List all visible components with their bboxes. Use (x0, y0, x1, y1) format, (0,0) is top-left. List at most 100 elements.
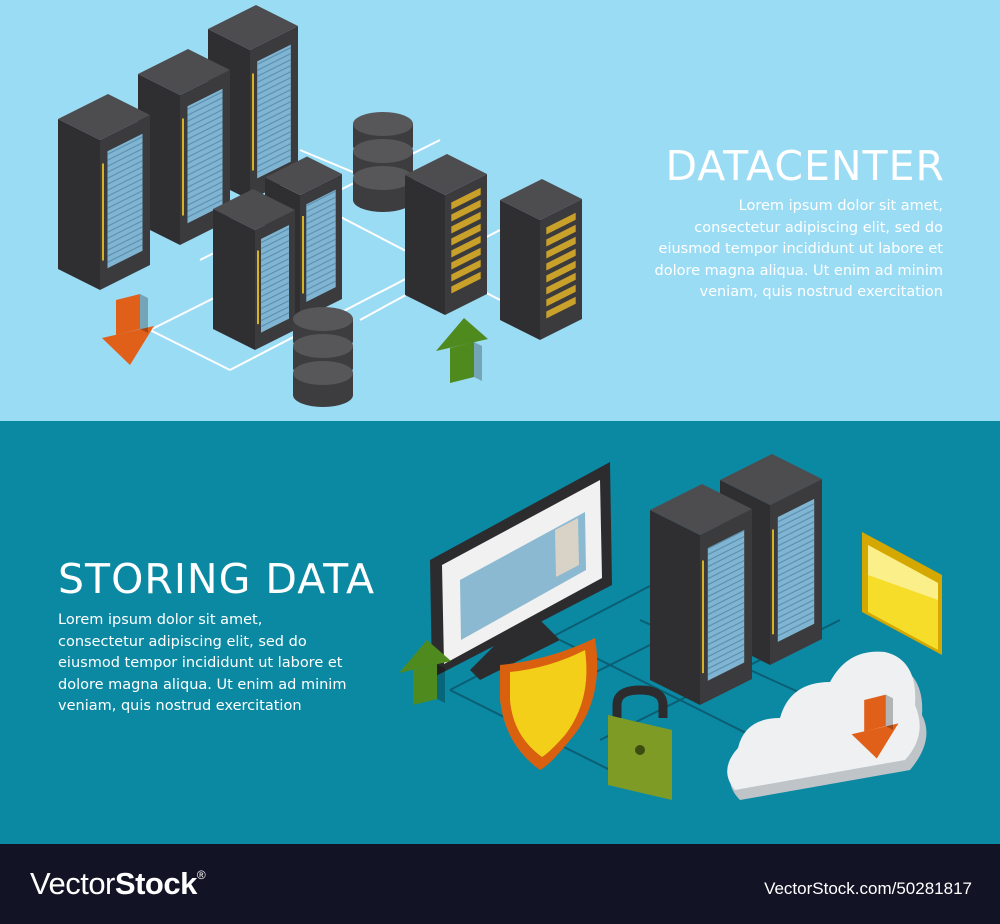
panel-stripe (306, 220, 336, 237)
shield-face (510, 650, 587, 757)
panel-stripe (107, 214, 143, 233)
upload-arrow-icon (436, 318, 488, 383)
panel-stripe (187, 91, 223, 110)
panel-stripe (306, 244, 336, 261)
panel-stripe (777, 563, 815, 583)
arrow-head (851, 723, 899, 759)
db-disk-top (353, 139, 413, 163)
panel-stripe (187, 199, 223, 218)
panel-stripe (187, 181, 223, 200)
text-line: eiusmod tempor incididunt ut labore et (658, 241, 943, 257)
panel-stripe (260, 270, 290, 286)
cloud-icon (727, 651, 927, 800)
drive-slot (451, 187, 481, 210)
panel-stripe (707, 625, 745, 646)
db-disk-top (353, 166, 413, 190)
lock-keyhole (635, 745, 645, 755)
panel-stripe (777, 515, 815, 535)
panel-stripe (256, 71, 292, 89)
rack-top (138, 49, 230, 95)
panel-stripe (107, 208, 143, 227)
panel-stripe (306, 256, 336, 273)
arrow-shade (474, 342, 482, 381)
logo-light: Vector (30, 866, 115, 901)
isometric-illustration (58, 5, 942, 800)
database-icon (353, 112, 413, 212)
rack-top (58, 94, 150, 140)
panel-stripe (260, 312, 290, 328)
db-disk-top (293, 307, 353, 331)
arrow-shaft (450, 342, 474, 383)
panel-stripe (777, 533, 815, 553)
panel-stripe (306, 208, 336, 225)
panel-stripe (107, 178, 143, 197)
folder-highlight (868, 545, 938, 600)
panel-stripe (707, 553, 745, 574)
arrow-head (436, 318, 488, 351)
panel-stripe (260, 234, 290, 250)
panel-stripe (256, 101, 292, 119)
text-line: consectetur adipiscing elit, sed do (694, 219, 943, 236)
panel-stripe (187, 103, 223, 122)
logo-mark: ® (196, 868, 206, 882)
datacenter-description: Lorem ipsum dolor sit amet, consectetur … (623, 196, 943, 304)
drive-slot (451, 211, 481, 234)
panel-stripe (107, 166, 143, 185)
panel-stripe (260, 306, 290, 322)
rack-side (500, 200, 540, 340)
panel-stripe (187, 127, 223, 146)
arrow-shaft (413, 664, 437, 705)
drive-slot (546, 272, 576, 295)
arrow-shade (885, 694, 893, 730)
arrow-shade (140, 294, 148, 333)
panel-stripe (707, 571, 745, 592)
panel-stripe (256, 53, 292, 71)
panel-stripe (256, 47, 292, 65)
panel-stripe (187, 115, 223, 134)
panel-stripe (707, 529, 745, 550)
arrow-head (102, 326, 154, 365)
panel-stripe (306, 238, 336, 255)
text-line: veniam, quis nostrud exercitation (58, 698, 302, 714)
db-disk-top (293, 334, 353, 358)
panel-stripe (187, 175, 223, 194)
panel-stripe (107, 196, 143, 215)
panel-stripe (306, 232, 336, 249)
lock-body (608, 715, 672, 800)
rack-side (213, 209, 255, 350)
arrow-shaft (864, 694, 886, 732)
rack-side (58, 119, 100, 290)
panel-stripe (306, 280, 336, 297)
panel-stripe (256, 131, 292, 149)
panel-stripe (306, 262, 336, 279)
panel-stripe (107, 142, 143, 161)
panel-stripe (707, 643, 745, 664)
panel-stripe (107, 172, 143, 191)
panel-stripe (187, 169, 223, 188)
text-line: consectetur adipiscing elit, sed do (58, 633, 307, 650)
panel-stripe (260, 240, 290, 256)
panel-stripe (187, 163, 223, 182)
panel-stripe (107, 244, 143, 263)
panel-stripe (187, 139, 223, 158)
panel-stripe (306, 214, 336, 231)
rack-side (650, 510, 700, 705)
panel-stripe (777, 509, 815, 529)
panel-stripe (107, 184, 143, 203)
panel-stripe (107, 154, 143, 173)
drive-slot (546, 248, 576, 271)
logo-bold: Stock (114, 866, 197, 901)
folder-icon (862, 532, 942, 655)
panel-stripe (707, 541, 745, 562)
panel-stripe (107, 232, 143, 251)
panel-stripe (107, 190, 143, 209)
panel-stripe (260, 282, 290, 298)
text-line: Lorem ipsum dolor sit amet, (738, 198, 943, 214)
panel-stripe (256, 89, 292, 107)
panel-stripe (777, 569, 815, 589)
panel-stripe (187, 193, 223, 212)
text-line: eiusmod tempor incididunt ut labore et (58, 655, 343, 671)
rack-top (213, 189, 295, 230)
panel-stripe (256, 83, 292, 101)
panel-stripe (107, 226, 143, 245)
